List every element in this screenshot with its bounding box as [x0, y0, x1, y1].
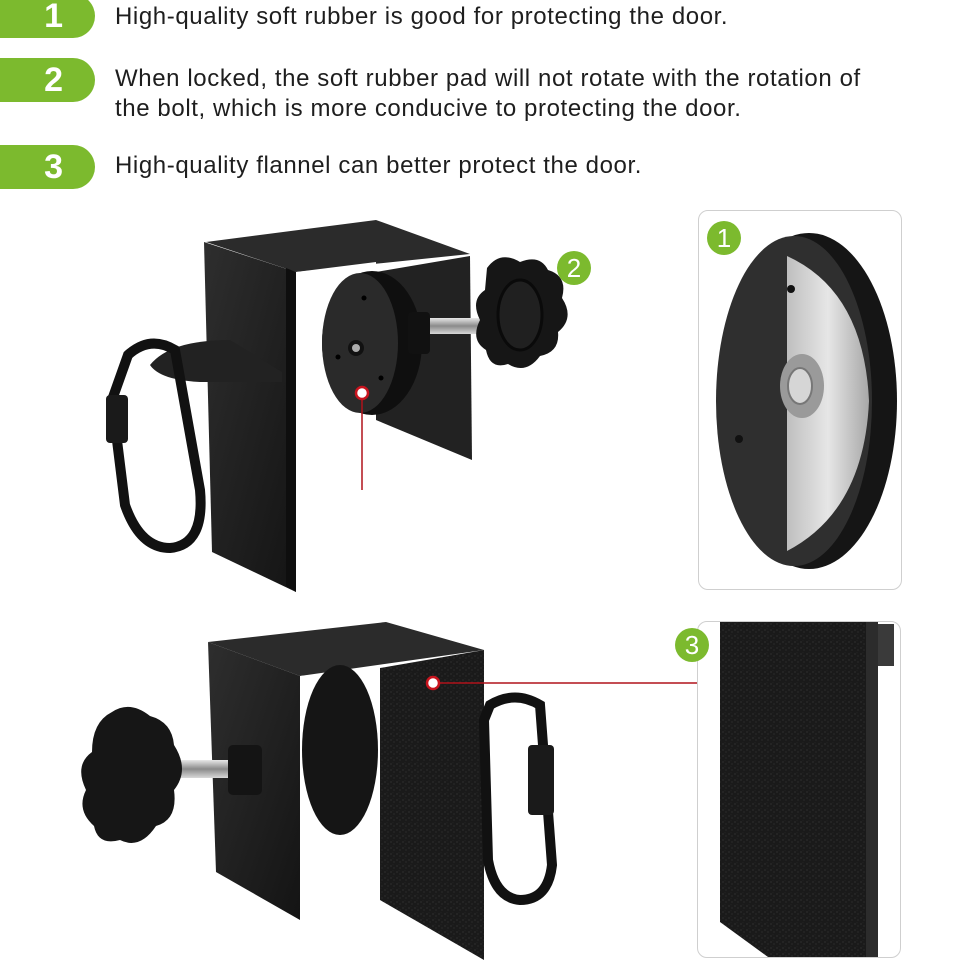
feature-badge-2: 2 [0, 58, 95, 102]
flannel-closeup [720, 622, 894, 957]
callout-rubber-pad: 1 [707, 221, 741, 255]
callout-knob: 2 [557, 251, 591, 285]
feature-badge-3: 3 [0, 145, 95, 189]
feature-badge-1: 1 [0, 0, 95, 38]
feature-number: 2 [44, 60, 63, 99]
detail-card-flannel [697, 621, 901, 958]
feature-text-2: When locked, the soft rubber pad will no… [115, 65, 861, 122]
feature-text-1: High-quality soft rubber is good for pro… [115, 3, 729, 30]
feature-text-3: High-quality flannel can better protect … [115, 152, 643, 179]
pointer-dot-flannel [425, 675, 441, 691]
feature-number: 3 [44, 147, 63, 186]
bottom-clamp [81, 622, 558, 960]
rubber-pad-closeup [716, 233, 897, 569]
callout-flannel: 3 [675, 628, 709, 662]
detail-card-rubber-pad: 1 [698, 210, 902, 590]
top-clamp [106, 220, 568, 592]
feature-number: 1 [44, 0, 63, 35]
pointer-dot-rubber [354, 385, 370, 401]
